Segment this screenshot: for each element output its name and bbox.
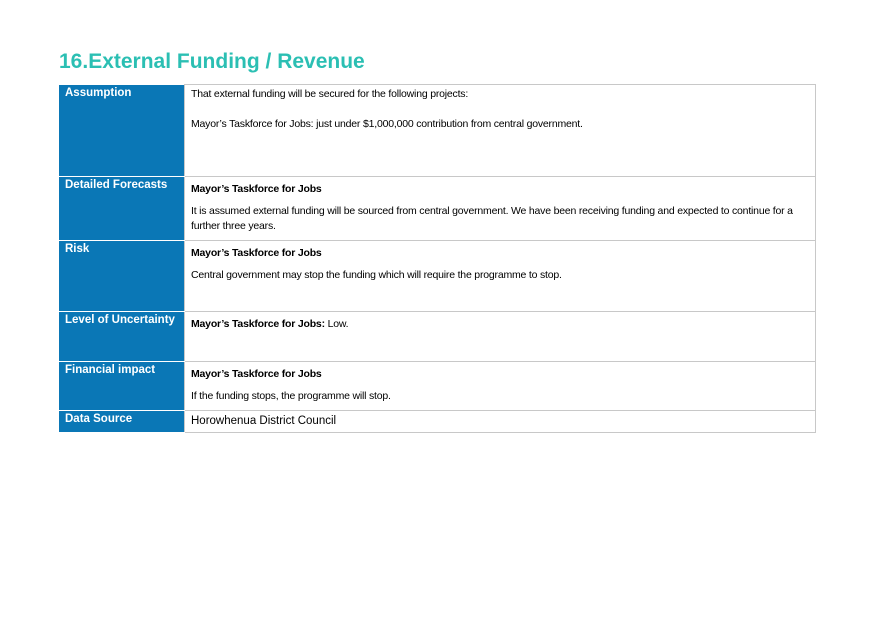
row-assumption: Assumption That external funding will be… <box>59 84 816 177</box>
detailed-forecasts-subheading: Mayor’s Taskforce for Jobs <box>191 183 322 195</box>
risk-text: Central government may stop the funding … <box>191 269 562 281</box>
row-data-source: Data Source Horowhenua District Council <box>59 410 816 433</box>
label-assumption: Assumption <box>59 84 185 177</box>
uncertainty-value: Low. <box>324 318 349 330</box>
content-data-source: Horowhenua District Council <box>184 410 816 433</box>
label-risk: Risk <box>59 240 185 312</box>
assumption-line-1: That external funding will be secured fo… <box>191 88 469 100</box>
label-uncertainty: Level of Uncertainty <box>59 311 185 362</box>
uncertainty-line: Mayor’s Taskforce for Jobs: Low. <box>191 317 807 332</box>
uncertainty-subheading: Mayor’s Taskforce for Jobs: <box>191 318 325 330</box>
financial-impact-subheading: Mayor’s Taskforce for Jobs <box>191 368 322 380</box>
risk-subheading: Mayor’s Taskforce for Jobs <box>191 247 322 259</box>
financial-impact-text: If the funding stops, the programme will… <box>191 390 391 402</box>
content-detailed-forecasts: Mayor’s Taskforce for Jobs It is assumed… <box>184 176 816 241</box>
assumptions-table: Assumption That external funding will be… <box>59 84 816 433</box>
label-financial-impact: Financial impact <box>59 361 185 411</box>
content-uncertainty: Mayor’s Taskforce for Jobs: Low. <box>184 311 816 362</box>
content-risk: Mayor’s Taskforce for Jobs Central gover… <box>184 240 816 312</box>
section-title: 16.External Funding / Revenue <box>59 50 365 73</box>
data-source-text: Horowhenua District Council <box>191 415 337 427</box>
row-uncertainty: Level of Uncertainty Mayor’s Taskforce f… <box>59 311 816 362</box>
content-financial-impact: Mayor’s Taskforce for Jobs If the fundin… <box>184 361 816 411</box>
label-detailed-forecasts: Detailed Forecasts <box>59 176 185 241</box>
row-financial-impact: Financial impact Mayor’s Taskforce for J… <box>59 361 816 411</box>
row-risk: Risk Mayor’s Taskforce for Jobs Central … <box>59 240 816 312</box>
row-detailed-forecasts: Detailed Forecasts Mayor’s Taskforce for… <box>59 176 816 241</box>
detailed-forecasts-text: It is assumed external funding will be s… <box>191 205 793 232</box>
assumption-line-2: Mayor’s Taskforce for Jobs: just under $… <box>191 118 583 130</box>
content-assumption: That external funding will be secured fo… <box>184 84 816 177</box>
label-data-source: Data Source <box>59 410 185 433</box>
